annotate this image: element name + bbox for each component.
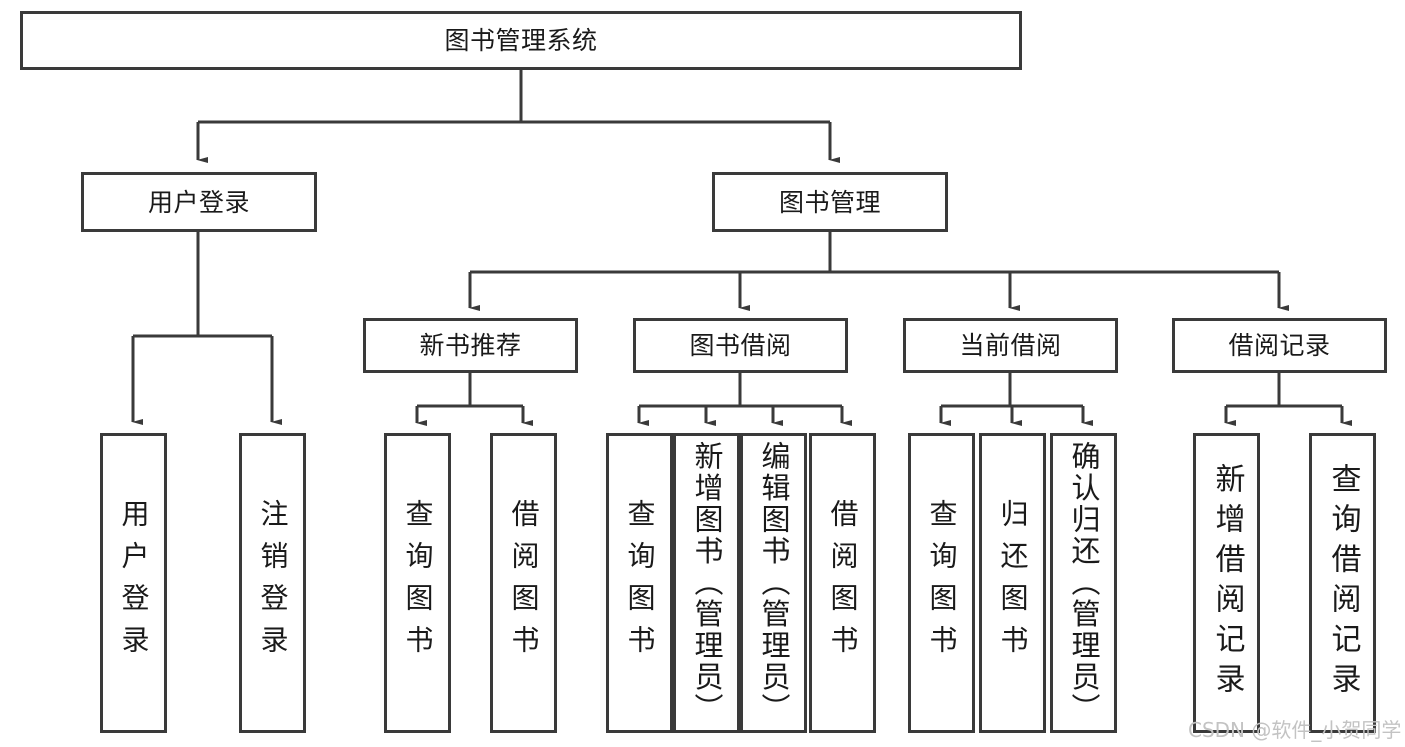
leaf-current-return-book[interactable]: 归还图书 (979, 433, 1046, 733)
node-label: 新增借阅记录 (1209, 463, 1245, 703)
leaf-borrow-add-book[interactable]: 新增图书（管理员） (673, 433, 740, 733)
leaf-borrow-borrow-book[interactable]: 借阅图书 (809, 433, 876, 733)
node-label: 图书管理 (778, 187, 881, 217)
node-borrow-record[interactable]: 借阅记录 (1172, 318, 1387, 373)
node-label: 确认归还（管理员） (1067, 441, 1101, 725)
leaf-borrow-edit-book[interactable]: 编辑图书（管理员） (740, 433, 807, 733)
node-label: 查询图书 (623, 499, 657, 667)
csdn-watermark: CSDN @软件_小贺同学 (1188, 718, 1402, 742)
leaf-user-login-signout[interactable]: 注销登录 (239, 433, 306, 733)
node-label: 图书管理系统 (444, 26, 598, 55)
leaf-new-book-query[interactable]: 查询图书 (384, 433, 451, 733)
node-book-management[interactable]: 图书管理 (712, 172, 948, 232)
leaf-user-login-signin[interactable]: 用户登录 (100, 433, 167, 733)
node-user-login[interactable]: 用户登录 (81, 172, 317, 232)
node-new-book-recommend[interactable]: 新书推荐 (363, 318, 578, 373)
node-label: 新增图书（管理员） (690, 441, 724, 725)
leaf-new-book-borrow[interactable]: 借阅图书 (490, 433, 557, 733)
node-label: 用户登录 (147, 187, 250, 217)
node-label: 当前借阅 (959, 331, 1062, 360)
node-current-borrow[interactable]: 当前借阅 (903, 318, 1118, 373)
node-book-borrow[interactable]: 图书借阅 (633, 318, 848, 373)
node-label: 编辑图书（管理员） (757, 441, 791, 725)
node-label: 新书推荐 (419, 331, 522, 360)
node-label: 注销登录 (256, 499, 290, 667)
leaf-record-add[interactable]: 新增借阅记录 (1193, 433, 1260, 733)
node-label: 归还图书 (996, 499, 1030, 667)
node-root-system[interactable]: 图书管理系统 (20, 11, 1022, 70)
node-label: 查询借阅记录 (1325, 463, 1361, 703)
leaf-current-confirm-return[interactable]: 确认归还（管理员） (1050, 433, 1117, 733)
node-label: 借阅图书 (507, 499, 541, 667)
leaf-record-query[interactable]: 查询借阅记录 (1309, 433, 1376, 733)
node-label: 用户登录 (117, 499, 151, 667)
leaf-borrow-query-book[interactable]: 查询图书 (606, 433, 673, 733)
node-label: 借阅图书 (826, 499, 860, 667)
node-label: 查询图书 (925, 499, 959, 667)
node-label: 借阅记录 (1228, 331, 1331, 360)
node-label: 图书借阅 (689, 331, 792, 360)
leaf-current-query-book[interactable]: 查询图书 (908, 433, 975, 733)
node-label: 查询图书 (401, 499, 435, 667)
